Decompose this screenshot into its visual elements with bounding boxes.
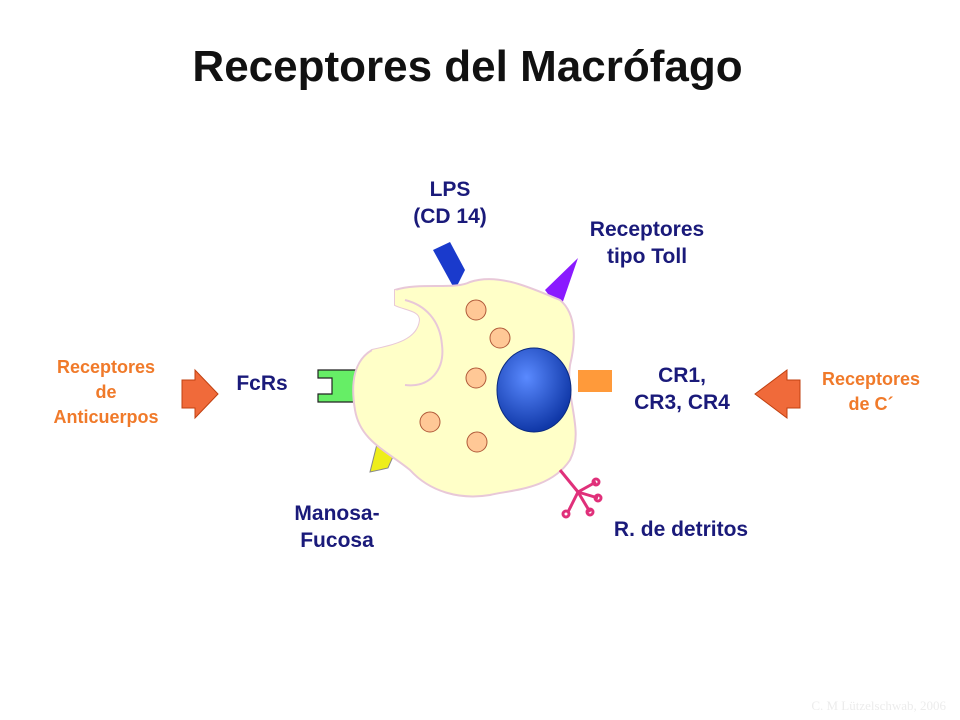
macrophage-cell [352,278,577,498]
anticuerpos-arrow [181,368,219,420]
lps-label-line1: LPS [429,178,471,201]
complemento-label-line1: Receptores [821,369,921,389]
anticuerpos-label: Receptores de Anticuerpos [26,355,186,430]
detritos-label: R. de detritos [613,518,749,541]
phagocytic-cup [372,290,443,391]
granules [419,299,511,453]
granule [489,327,511,349]
granule [465,299,487,321]
anticuerpos-label-line3: Anticuerpos [53,407,159,427]
fcrs-label: FcRs [236,372,288,395]
complemento-label-line2: de C´ [848,394,894,414]
complemento-arrow [754,369,801,419]
cr-label-line1: CR1, [658,364,706,387]
anticuerpos-label-line1: Receptores [56,357,156,377]
toll-label-line2: tipo Toll [606,245,688,268]
detritos-receptor [558,469,603,519]
lps-receptor [433,242,465,290]
cr-label-line2: CR3, CR4 [634,391,730,414]
lps-label: LPS (CD 14) [395,176,505,230]
lps-label-line2: (CD 14) [413,205,487,228]
nucleus [496,347,572,433]
granule [419,411,441,433]
credit-watermark: C. M Lützelschwab, 2006 [811,698,946,713]
page-title: Receptores del Macrófago [192,42,743,91]
granule [466,431,488,453]
anticuerpos-label-line2: de [95,382,117,402]
manosa-label: Manosa- Fucosa [272,500,402,554]
toll-label-line1: Receptores [589,218,705,241]
manosa-label-line2: Fucosa [300,529,374,552]
complemento-label: Receptores de C´ [796,367,946,417]
granule [465,367,487,389]
cr-receptor [578,370,612,392]
cr-label: CR1, CR3, CR4 [612,362,752,416]
toll-label: Receptores tipo Toll [562,216,732,270]
manosa-label-line1: Manosa- [294,502,380,525]
